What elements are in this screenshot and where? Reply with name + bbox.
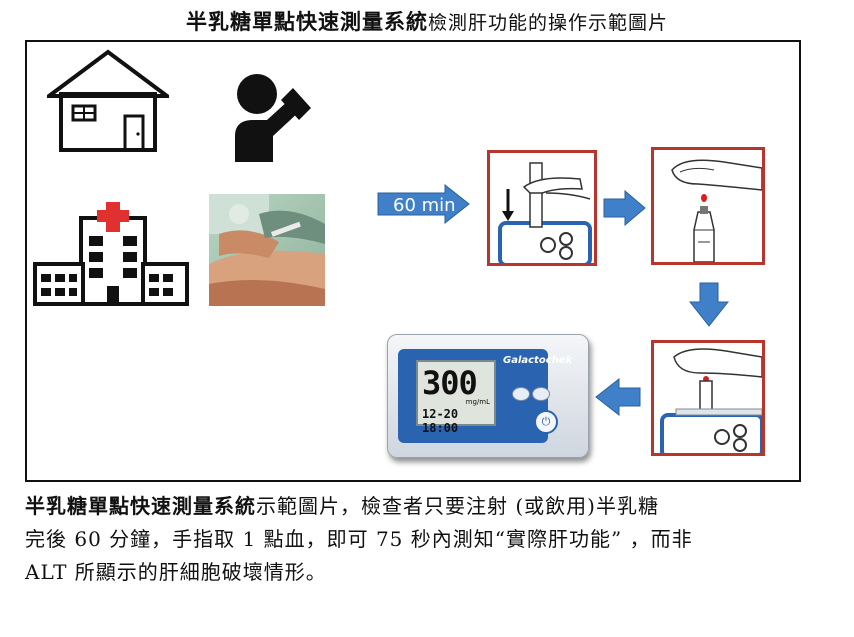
arrow-down-icon bbox=[689, 282, 729, 327]
title-bold: 半乳糖單點快速測量系統 bbox=[185, 9, 428, 34]
caption-line-3: ALT 所顯示的肝細胞破壞情形。 bbox=[25, 560, 327, 584]
caption-line-1-rest: 示範圖片，檢查者只要注射 (或飲用)半乳糖 bbox=[256, 494, 659, 518]
caption-line-2: 完後 60 分鐘，手指取 1 點血，即可 75 秒內測知“實際肝功能” ，而非 bbox=[25, 527, 693, 551]
meter-reading: 300 bbox=[422, 364, 478, 402]
title-normal: 檢測肝功能的操作示範圖片 bbox=[427, 12, 668, 34]
injection-photo bbox=[209, 194, 325, 306]
caption: 半乳糖單點快速測量系統示範圖片，檢查者只要注射 (或飲用)半乳糖 完後 60 分… bbox=[25, 490, 825, 589]
glucose-meter: 300 mg/mL 12-20 18:00 Galactochek ⏻ bbox=[387, 334, 589, 458]
step1-panel bbox=[487, 150, 597, 266]
meter-brand: Galactochek bbox=[503, 355, 573, 366]
meter-up-button bbox=[532, 387, 550, 401]
caption-line-1: 半乳糖單點快速測量系統示範圖片，檢查者只要注射 (或飲用)半乳糖 bbox=[25, 490, 825, 523]
time-arrow: 60 min bbox=[377, 184, 470, 224]
meter-down-button bbox=[512, 387, 530, 401]
house-icon bbox=[47, 49, 169, 152]
arrow-left-icon bbox=[595, 378, 641, 416]
strip-insert-illustration bbox=[498, 162, 592, 263]
drinking-person-icon bbox=[235, 74, 311, 162]
step2-panel bbox=[651, 147, 765, 265]
arrow-right-icon bbox=[603, 190, 646, 226]
strip-apply-illustration bbox=[660, 348, 762, 453]
caption-bold: 半乳糖單點快速測量系統 bbox=[25, 494, 256, 518]
time-arrow-label: 60 min bbox=[393, 195, 456, 216]
step3-panel bbox=[651, 340, 765, 456]
meter-screen: 300 mg/mL 12-20 18:00 bbox=[416, 360, 496, 435]
page-title: 半乳糖單點快速測量系統檢測肝功能的操作示範圖片 bbox=[0, 6, 854, 36]
diagram-frame: 60 min bbox=[25, 40, 801, 482]
finger-drop-illustration bbox=[671, 159, 762, 262]
meter-time: 12-20 18:00 bbox=[422, 407, 459, 435]
meter-unit: mg/mL bbox=[465, 398, 490, 406]
power-icon: ⏻ bbox=[534, 410, 558, 434]
hospital-icon bbox=[33, 202, 189, 306]
